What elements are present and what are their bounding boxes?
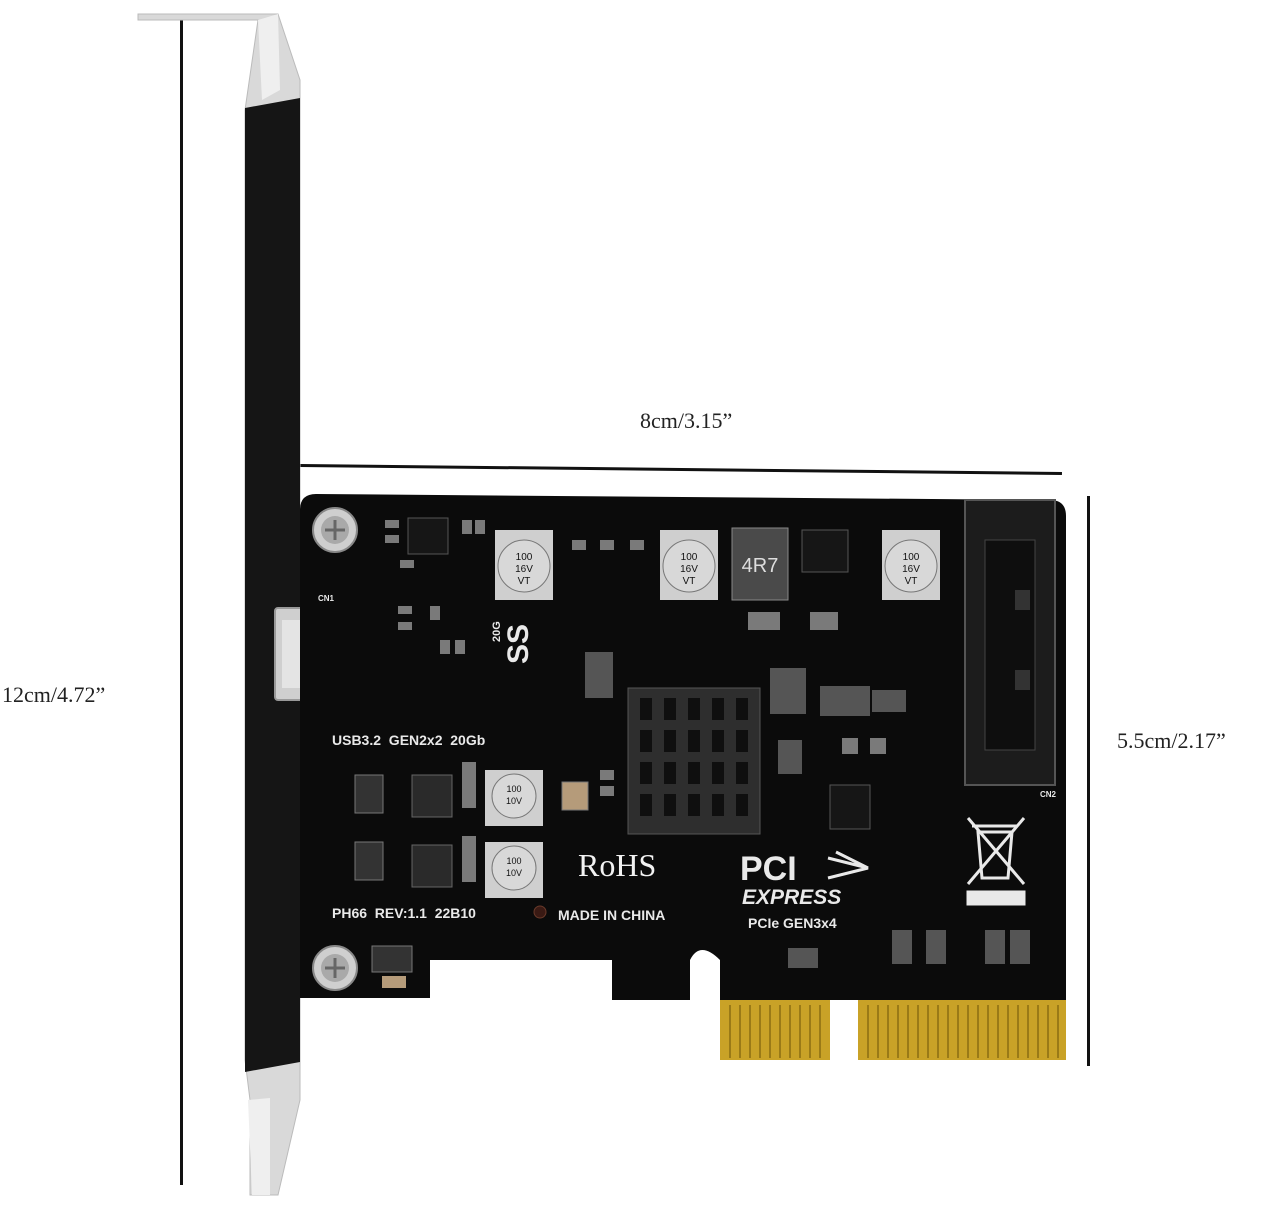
- weee-recycling-icon: [966, 817, 1026, 906]
- power-inductor: [411, 774, 453, 818]
- usb-spec-label: USB3.2 GEN2x2 20Gb: [332, 732, 485, 748]
- mounting-screw-top: [312, 507, 358, 553]
- capacitor: 100 16V VT: [495, 530, 553, 600]
- revision-label: PH66 REV:1.1 22B10: [332, 905, 476, 921]
- bracket-height-dimension-label: 12cm/4.72”: [2, 682, 106, 707]
- svg-text:16V: 16V: [902, 564, 920, 575]
- connector-cn2-label: CN2: [1040, 790, 1057, 799]
- svg-text:100: 100: [506, 784, 521, 794]
- width-dimension-label: 8cm/3.15”: [640, 408, 733, 433]
- crystal: [561, 781, 589, 811]
- svg-text:VT: VT: [905, 576, 918, 587]
- capacitor-small: 100 10V: [485, 770, 543, 826]
- rohs-logo: RoHS: [578, 847, 656, 883]
- svg-text:16V: 16V: [515, 564, 533, 575]
- board-height-dimension-line: [1087, 496, 1090, 1066]
- ic-chip: [829, 784, 871, 830]
- heatsink: [627, 687, 761, 835]
- ss-logo: SS: [502, 624, 535, 664]
- capacitor: 100 16V VT: [660, 530, 718, 600]
- svg-text:10V: 10V: [506, 796, 522, 806]
- bracket-height-dimension-line: [180, 20, 183, 1185]
- smd-components: [354, 520, 1030, 988]
- svg-text:4R7: 4R7: [742, 555, 779, 577]
- svg-text:PCI: PCI: [740, 850, 797, 888]
- svg-text:100: 100: [516, 552, 533, 563]
- mounting-screw-bottom: [312, 945, 358, 991]
- svg-text:10V: 10V: [506, 868, 522, 878]
- gold-contacts: [720, 1000, 1066, 1060]
- pci-express-logo: PCI EXPRESS: [740, 850, 869, 909]
- board-height-dimension-label: 5.5cm/2.17”: [1117, 728, 1226, 753]
- inductor: 4R7: [731, 527, 789, 601]
- sata-power-connector: [964, 499, 1056, 786]
- usb-speed-label: 20G: [491, 621, 503, 642]
- ic-chip: [801, 529, 849, 573]
- svg-text:100: 100: [681, 552, 698, 563]
- svg-text:100: 100: [903, 552, 920, 563]
- svg-text:100: 100: [506, 856, 521, 866]
- pcie-gen-label: PCIe GEN3x4: [748, 915, 837, 931]
- capacitor: 100 16V VT: [882, 530, 940, 600]
- connector-cn1-label: CN1: [318, 594, 335, 603]
- ic-chip: [407, 517, 449, 555]
- origin-label: MADE IN CHINA: [558, 907, 665, 923]
- status-led: [533, 905, 547, 919]
- power-inductor: [411, 844, 453, 888]
- svg-text:16V: 16V: [680, 564, 698, 575]
- pci-bracket: [137, 13, 301, 1196]
- svg-text:EXPRESS: EXPRESS: [742, 886, 841, 909]
- svg-text:VT: VT: [518, 576, 531, 587]
- capacitor-small: 100 10V: [485, 842, 543, 898]
- svg-text:VT: VT: [683, 576, 696, 587]
